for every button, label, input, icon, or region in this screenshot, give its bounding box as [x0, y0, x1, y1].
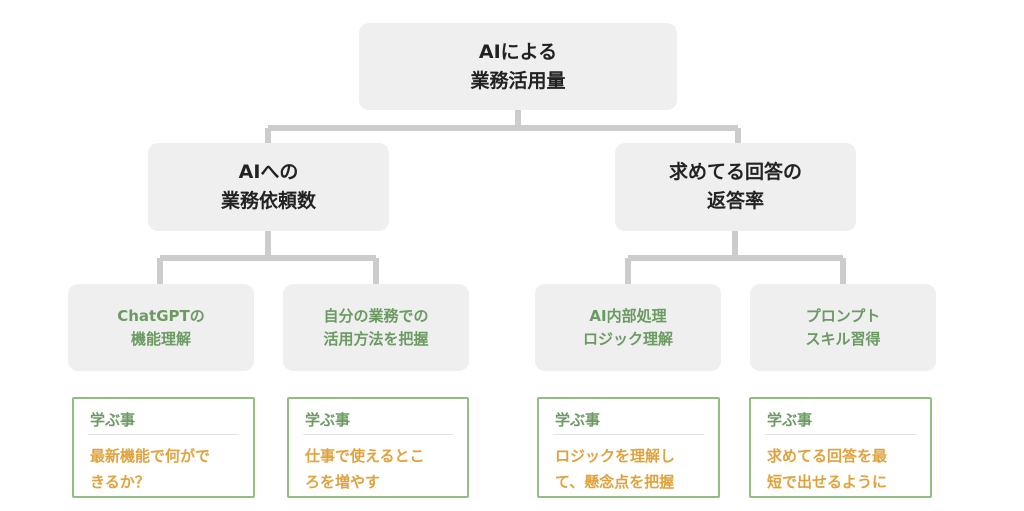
learn-box: 学ぶ事 ロジックを理解し て、懸念点を把握	[537, 397, 720, 498]
node-prompt-skill: プロンプト スキル習得	[750, 284, 936, 371]
root-node-line1: AIによる	[478, 40, 558, 63]
learn-box-line2: ろを増やす	[305, 473, 381, 491]
learn-box-title: 学ぶ事	[767, 411, 813, 429]
node-line1: AI内部処理	[589, 306, 667, 325]
learn-box-line2: きるか？	[90, 473, 150, 491]
learn-box-line2: 短で出せるように	[767, 473, 888, 491]
node-line2: スキル習得	[805, 329, 881, 348]
node-response-rate: 求めてる回答の 返答率	[615, 143, 856, 231]
divider	[553, 434, 704, 435]
learn-box-body: 求めてる回答を最 短で出せるように	[767, 443, 920, 495]
node-line2: 機能理解	[130, 329, 191, 348]
learn-box-body: 仕事で使えるとこ ろを増やす	[305, 443, 457, 495]
node-line2: 業務依頼数	[220, 190, 316, 212]
learn-box-title: 学ぶ事	[305, 411, 351, 429]
root-node-line2: 業務活用量	[470, 69, 566, 92]
learn-box-line1: 求めてる回答を最	[767, 447, 888, 465]
node-line2: 返答率	[706, 190, 764, 212]
learn-box-line2: て、懸念点を把握	[555, 473, 675, 491]
connector-right-to-level2	[625, 231, 846, 284]
learn-box-body: 最新機能で何がで きるか？	[90, 443, 243, 495]
node-ai-internal-logic: AI内部処理 ロジック理解	[535, 284, 721, 371]
node-line1: 自分の業務での	[323, 306, 429, 325]
learn-box: 学ぶ事 仕事で使えるとこ ろを増やす	[287, 397, 469, 498]
learn-box-line1: ロジックを理解し	[555, 447, 676, 465]
node-line1: ChatGPTの	[117, 306, 205, 325]
learn-box: 学ぶ事 最新機能で何がで きるか？	[72, 397, 255, 498]
connector-root-to-level1	[265, 110, 741, 143]
node-line1: プロンプト	[805, 306, 881, 325]
learn-box-title: 学ぶ事	[555, 411, 601, 429]
divider	[765, 434, 916, 435]
node-line1: 求めてる回答の	[668, 161, 802, 183]
node-work-usage: 自分の業務での 活用方法を把握	[283, 284, 469, 371]
node-line2: 活用方法を把握	[323, 329, 429, 348]
divider	[88, 434, 239, 435]
connector-left-to-level2	[157, 231, 379, 284]
node-ai-request-count: AIへの 業務依頼数	[148, 143, 389, 231]
root-node: AIによる 業務活用量	[359, 23, 677, 110]
learn-box-title: 学ぶ事	[90, 411, 136, 429]
divider	[303, 434, 453, 435]
node-line1: AIへの	[238, 161, 299, 183]
learn-box: 学ぶ事 求めてる回答を最 短で出せるように	[749, 397, 932, 498]
node-line2: ロジック理解	[582, 329, 673, 348]
learn-box-line1: 仕事で使えるとこ	[305, 447, 425, 465]
learn-box-body: ロジックを理解し て、懸念点を把握	[555, 443, 708, 495]
node-chatgpt-features: ChatGPTの 機能理解	[68, 284, 254, 371]
learn-box-line1: 最新機能で何がで	[90, 447, 211, 465]
